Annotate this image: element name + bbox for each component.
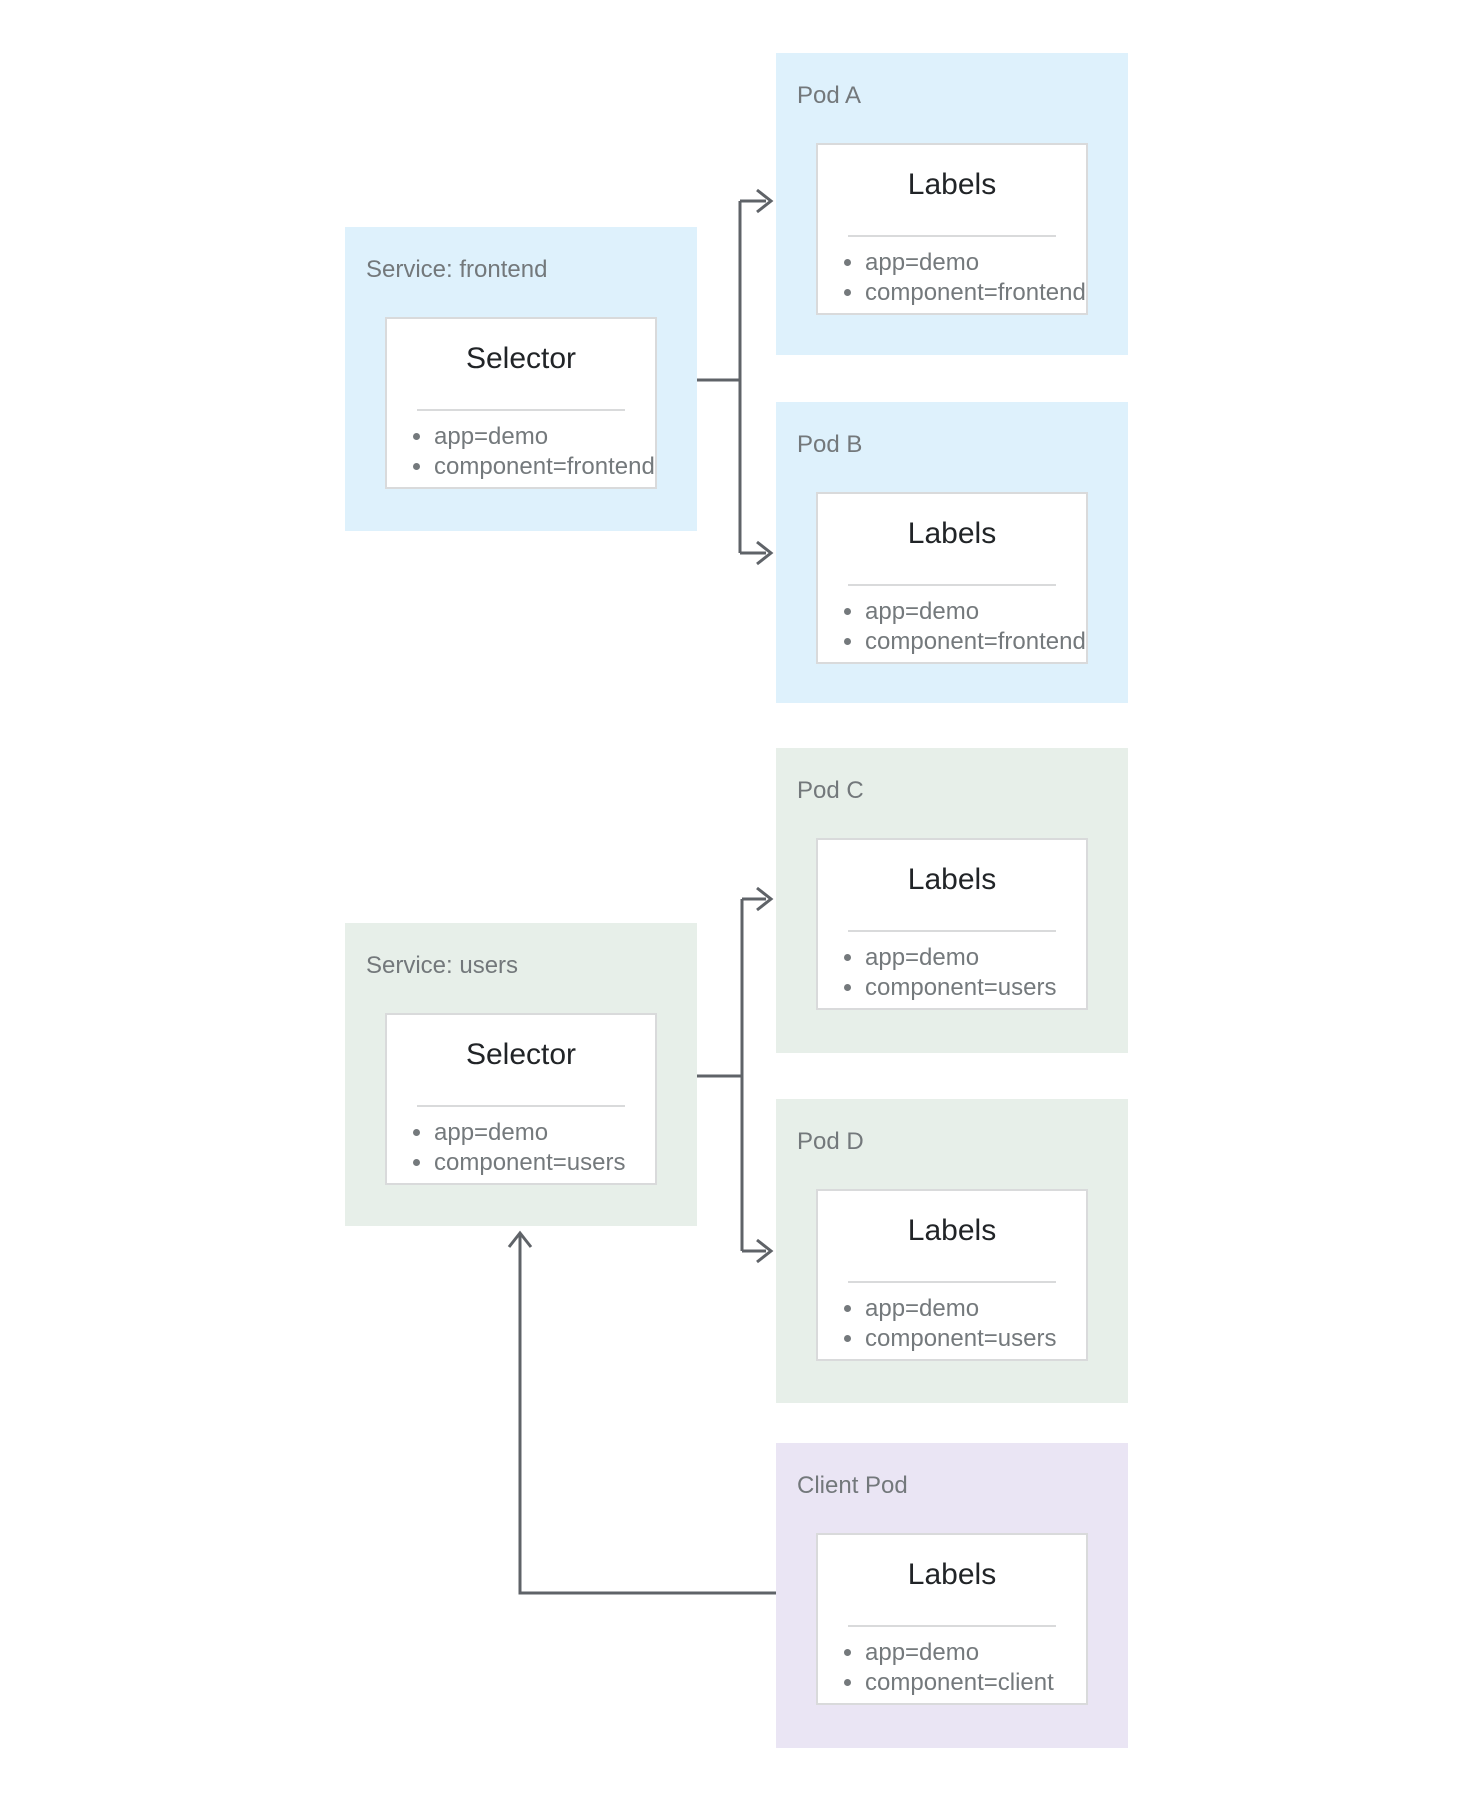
label-item: component=client	[865, 1668, 1086, 1698]
label-item: app=demo	[865, 597, 1086, 627]
connector-users-to-pods	[697, 897, 766, 1253]
pod-d-labels-card: Labels app=demo component=users	[816, 1189, 1088, 1361]
arrowhead-pod-a	[756, 188, 774, 214]
labels-card-heading: Labels	[907, 517, 997, 550]
service-frontend-box: Service: frontend Selector app=demo comp…	[345, 227, 697, 531]
labels-card-heading: Labels	[907, 1214, 997, 1247]
card-divider	[848, 930, 1056, 932]
card-divider	[848, 1281, 1056, 1283]
connector-client-to-service-users	[518, 1235, 776, 1595]
label-item: component=users	[865, 973, 1086, 1003]
service-users-title: Service: users	[366, 952, 519, 979]
pod-c-labels-card: Labels app=demo component=users	[816, 838, 1088, 1010]
selector-list: app=demo component=frontend	[387, 422, 655, 482]
connector-frontend-to-pods	[697, 199, 766, 555]
client-pod-title: Client Pod	[797, 1472, 908, 1499]
label-item: app=demo	[865, 1638, 1086, 1668]
pod-a-labels-card: Labels app=demo component=frontend	[816, 143, 1088, 315]
service-frontend-title: Service: frontend	[366, 256, 548, 283]
service-users-box: Service: users Selector app=demo compone…	[345, 923, 697, 1226]
labels-list: app=demo component=users	[818, 1294, 1086, 1354]
selector-item: app=demo	[434, 422, 655, 452]
card-divider	[848, 1625, 1056, 1627]
labels-card-heading: Labels	[907, 863, 997, 896]
label-item: component=frontend	[865, 278, 1086, 308]
pod-b-box: Pod B Labels app=demo component=frontend	[776, 402, 1128, 703]
label-item: app=demo	[865, 248, 1086, 278]
client-pod-labels-card: Labels app=demo component=client	[816, 1533, 1088, 1705]
pod-d-box: Pod D Labels app=demo component=users	[776, 1099, 1128, 1403]
service-frontend-selector-card: Selector app=demo component=frontend	[385, 317, 657, 489]
service-users-selector-card: Selector app=demo component=users	[385, 1013, 657, 1185]
label-item: app=demo	[865, 943, 1086, 973]
labels-card-heading: Labels	[907, 1558, 997, 1591]
selector-item: app=demo	[434, 1118, 655, 1148]
selector-item: component=users	[434, 1148, 655, 1178]
card-divider	[848, 584, 1056, 586]
label-item: app=demo	[865, 1294, 1086, 1324]
labels-list: app=demo component=frontend	[818, 597, 1086, 657]
card-divider	[417, 1105, 625, 1107]
selector-list: app=demo component=users	[387, 1118, 655, 1178]
labels-card-heading: Labels	[907, 168, 997, 201]
label-item: component=frontend	[865, 627, 1086, 657]
pod-b-labels-card: Labels app=demo component=frontend	[816, 492, 1088, 664]
labels-list: app=demo component=client	[818, 1638, 1086, 1698]
label-item: component=users	[865, 1324, 1086, 1354]
selector-card-heading: Selector	[465, 342, 577, 375]
card-divider	[848, 235, 1056, 237]
selector-item: component=frontend	[434, 452, 655, 482]
selector-card-heading: Selector	[465, 1038, 577, 1071]
pod-d-title: Pod D	[797, 1128, 864, 1155]
labels-list: app=demo component=users	[818, 943, 1086, 1003]
client-pod-box: Client Pod Labels app=demo component=cli…	[776, 1443, 1128, 1748]
pod-c-box: Pod C Labels app=demo component=users	[776, 748, 1128, 1053]
pod-a-title: Pod A	[797, 82, 862, 109]
arrowhead-service-users	[507, 1230, 533, 1248]
pod-c-title: Pod C	[797, 777, 864, 804]
arrowhead-pod-d	[756, 1238, 774, 1264]
arrowhead-pod-b	[756, 540, 774, 566]
pod-a-box: Pod A Labels app=demo component=frontend	[776, 53, 1128, 355]
pod-b-title: Pod B	[797, 431, 863, 458]
labels-list: app=demo component=frontend	[818, 248, 1086, 308]
card-divider	[417, 409, 625, 411]
arrowhead-pod-c	[756, 886, 774, 912]
